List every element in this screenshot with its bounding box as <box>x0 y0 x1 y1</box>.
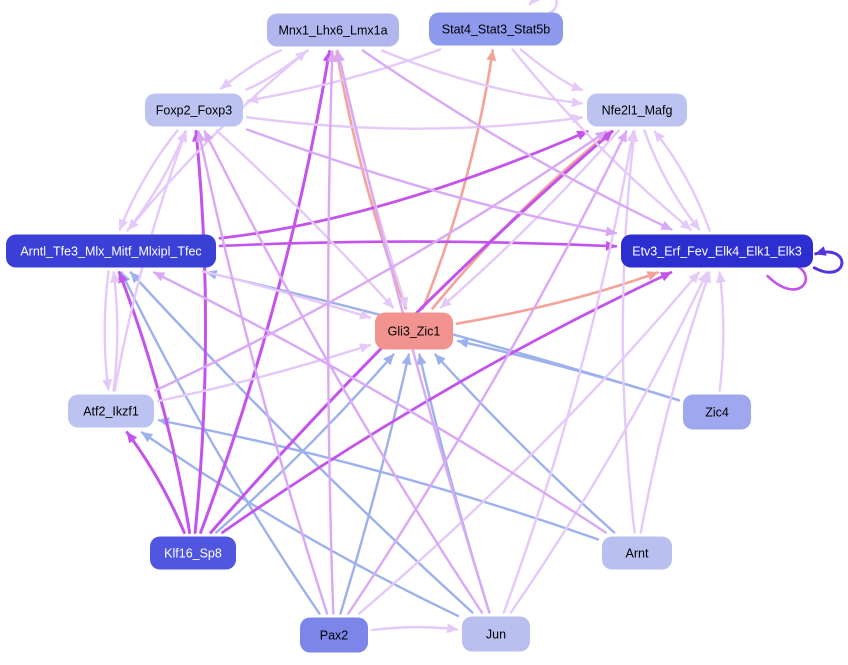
edge-klf-to-gli <box>214 353 395 534</box>
edge-atf-to-arntl <box>109 271 120 392</box>
edge-etv-to-etv <box>812 246 844 274</box>
edge-foxp-to-etv <box>245 128 618 237</box>
edge-jun-to-foxp <box>203 130 484 614</box>
edge-etv-to-nfe <box>653 130 711 232</box>
edge-stat-to-nfe <box>519 48 584 92</box>
edge-klf-to-foxp <box>192 130 208 534</box>
edge-arntl-to-etv <box>218 240 618 251</box>
node-shape-arntl[interactable] <box>6 234 216 268</box>
edge-pax-to-gli <box>339 353 412 615</box>
edge-pax-to-jun <box>370 623 459 634</box>
node-shape-zic4[interactable] <box>683 394 751 430</box>
edge-klf-to-atf <box>125 431 186 534</box>
edge-foxp-to-gli <box>215 129 395 309</box>
node-foxp[interactable]: Foxp2_Foxp3 <box>145 93 243 127</box>
edge-arnt-to-atf <box>157 417 600 541</box>
edge-arnt-to-nfe <box>621 130 639 534</box>
edge-arntl-to-gli <box>201 270 372 320</box>
node-pax[interactable]: Pax2 <box>300 617 368 653</box>
edge-arntl-to-nfe <box>218 130 589 240</box>
edge-arnt-to-etv <box>639 271 711 534</box>
node-shape-pax[interactable] <box>300 617 368 653</box>
edge-pax-to-mnx <box>326 50 338 615</box>
edge-mnx-to-arntl <box>127 49 309 231</box>
edge-arntl-to-atf <box>102 270 113 391</box>
node-shape-mnx[interactable] <box>267 13 399 47</box>
node-shape-stat[interactable] <box>429 12 563 46</box>
edge-jun-to-etv <box>509 271 709 614</box>
edge-jun-to-nfe <box>502 130 637 614</box>
node-arntl[interactable]: Arntl_Tfe3_Mlx_Mitf_Mlxipl_Tfec <box>6 234 216 268</box>
node-gli[interactable]: Gli3_Zic1 <box>375 312 453 350</box>
edge-pax-to-foxp <box>195 130 329 615</box>
node-shape-klf[interactable] <box>150 536 236 570</box>
node-shape-arnt[interactable] <box>602 536 672 570</box>
node-shape-nfe[interactable] <box>587 93 687 127</box>
node-nfe[interactable]: Nfe2l1_Mafg <box>587 93 687 127</box>
edge-pax-to-nfe <box>347 130 628 615</box>
node-etv[interactable]: Etv3_Erf_Fev_Elk4_Elk1_Elk3 <box>621 234 813 268</box>
node-klf[interactable]: Klf16_Sp8 <box>150 536 236 570</box>
edge-arnt-to-gli <box>434 353 616 534</box>
node-atf[interactable]: Atf2_Ikzf1 <box>68 394 154 428</box>
edge-klf-to-etv <box>221 271 673 534</box>
edge-atf-to-gli <box>156 343 372 403</box>
node-shape-jun[interactable] <box>462 616 530 652</box>
edge-pax-to-etv <box>358 271 700 615</box>
node-arnt[interactable]: Arnt <box>602 536 672 570</box>
node-shape-etv[interactable] <box>621 234 813 268</box>
edge-atf-to-nfe <box>154 130 608 392</box>
node-shape-atf[interactable] <box>68 394 154 428</box>
edge-gli-to-etv <box>455 271 659 325</box>
edge-foxp-to-nfe <box>245 113 584 130</box>
edge-arnt-to-arntl <box>152 271 607 534</box>
edge-stat-to-foxp <box>246 48 442 104</box>
edge-gli-to-stat <box>421 49 497 310</box>
node-mnx[interactable]: Mnx1_Lhx6_Lmx1a <box>267 13 399 47</box>
edge-nfe-to-etv <box>643 129 701 231</box>
node-jun[interactable]: Jun <box>462 616 530 652</box>
edge-nfe-to-gli <box>439 129 620 309</box>
edge-klf-to-mnx <box>199 50 333 534</box>
node-shape-gli[interactable] <box>375 312 453 350</box>
node-shape-foxp[interactable] <box>145 93 243 127</box>
edge-gli-to-mnx <box>333 50 408 310</box>
edge-foxp-to-arntl <box>118 129 179 231</box>
edge-foxp-to-mnx <box>245 50 308 91</box>
node-zic4[interactable]: Zic4 <box>683 394 751 430</box>
node-stat[interactable]: Stat4_Stat3_Stat5b <box>429 12 563 46</box>
edge-stat-to-etv <box>511 48 692 231</box>
edge-jun-to-atf <box>140 431 460 618</box>
edge-pax-to-arntl <box>120 271 321 615</box>
edge-zic4-to-etv <box>715 271 726 392</box>
edge-jun-to-arntl <box>129 271 474 614</box>
edge-mnx-to-etv <box>361 49 673 231</box>
edge-mnx-to-foxp <box>219 49 282 90</box>
